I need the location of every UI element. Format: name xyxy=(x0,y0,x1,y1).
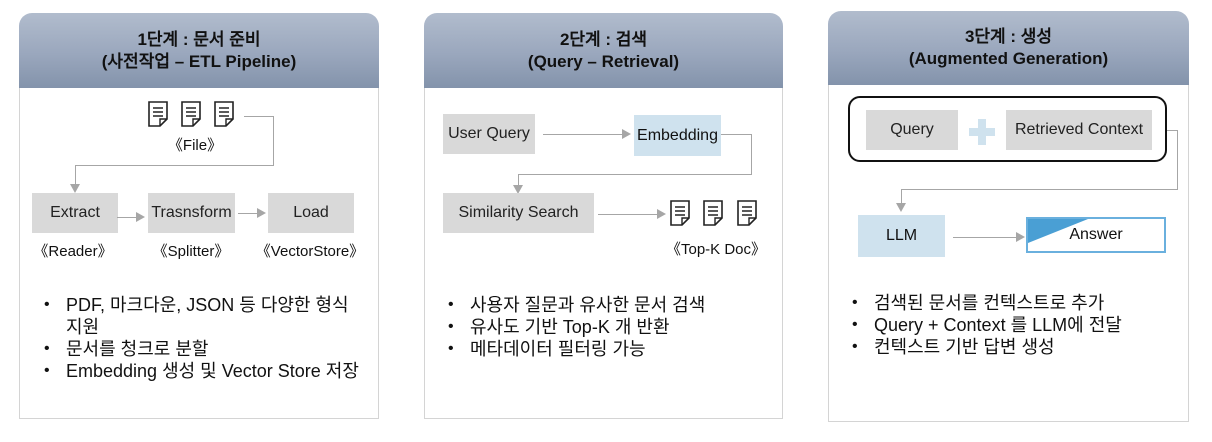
document-icon xyxy=(703,200,723,226)
transform-node: Trasnsform xyxy=(148,193,235,233)
extract-node: Extract xyxy=(32,193,118,233)
vectorstore-label: 《VectorStore》 xyxy=(255,243,365,260)
stage1-title: 1단계 : 문서 준비 xyxy=(137,29,261,49)
stage3-header: 3단계 : 생성 (Augmented Generation) xyxy=(828,11,1189,85)
connector xyxy=(1177,130,1178,190)
user-query-node: User Query xyxy=(443,114,535,154)
connector xyxy=(117,217,137,218)
document-icon xyxy=(214,101,234,127)
connector xyxy=(1167,130,1177,131)
splitter-label: 《Splitter》 xyxy=(152,243,230,260)
stage1-subtitle: (사전작업 – ETL Pipeline) xyxy=(101,51,297,71)
bullet-item: 유사도 기반 Top-K 개 반환 xyxy=(442,316,772,338)
load-node: Load xyxy=(268,193,354,233)
connector xyxy=(244,116,273,117)
bullet-item: 검색된 문서를 컨텍스트로 추가 xyxy=(846,292,1186,314)
bullet-item: 사용자 질문과 유사한 문서 검색 xyxy=(442,294,772,316)
similarity-search-node: Similarity Search xyxy=(443,193,594,233)
embedding-node: Embedding xyxy=(634,115,721,156)
connector xyxy=(598,214,658,215)
connector xyxy=(901,189,1178,190)
plus-icon xyxy=(969,119,995,145)
connector xyxy=(901,189,902,204)
answer-node: Answer xyxy=(1026,217,1166,253)
arrow-down-icon xyxy=(513,185,523,194)
stage2-header: 2단계 : 검색 (Query – Retrieval) xyxy=(424,13,783,88)
connector xyxy=(751,134,752,175)
topk-doc-label: 《Top-K Doc》 xyxy=(665,241,767,258)
document-icon xyxy=(670,200,690,226)
stage1-bullets: PDF, 마크다운, JSON 등 다양한 형식 지원 문서를 청크로 분할 E… xyxy=(38,294,368,382)
arrow-right-icon xyxy=(1016,232,1025,242)
retrieved-context-node: Retrieved Context xyxy=(1006,110,1152,150)
reader-label: 《Reader》 xyxy=(33,243,113,260)
arrow-right-icon xyxy=(257,208,266,218)
connector xyxy=(238,213,258,214)
connector xyxy=(273,116,274,166)
connector xyxy=(953,237,1017,238)
stage3-bullets: 검색된 문서를 컨텍스트로 추가 Query + Context 를 LLM에 … xyxy=(846,292,1186,358)
connector xyxy=(543,134,623,135)
arrow-right-icon xyxy=(657,209,666,219)
bullet-item: 문서를 청크로 분할 xyxy=(38,338,368,360)
stage3-title: 3단계 : 생성 xyxy=(964,27,1053,46)
answer-accent-triangle xyxy=(1028,219,1088,243)
bullet-item: PDF, 마크다운, JSON 등 다양한 형식 지원 xyxy=(38,294,368,338)
connector xyxy=(75,165,76,185)
document-icon xyxy=(148,101,168,127)
document-icon xyxy=(737,200,757,226)
connector xyxy=(721,134,751,135)
bullet-item: 메타데이터 필터링 가능 xyxy=(442,338,772,360)
bullet-item: 컨텍스트 기반 답변 생성 xyxy=(846,336,1186,358)
stage1-header: 1단계 : 문서 준비 (사전작업 – ETL Pipeline) xyxy=(19,13,379,88)
bullet-item: Query + Context 를 LLM에 전달 xyxy=(846,314,1186,336)
stage3-subtitle: (Augmented Generation) xyxy=(908,49,1109,68)
stage2-subtitle: (Query – Retrieval) xyxy=(527,51,680,71)
connector xyxy=(75,165,274,166)
stage2-bullets: 사용자 질문과 유사한 문서 검색 유사도 기반 Top-K 개 반환 메타데이… xyxy=(442,294,772,360)
arrow-down-icon xyxy=(896,203,906,212)
bullet-item: Embedding 생성 및 Vector Store 저장 xyxy=(38,360,368,382)
connector xyxy=(518,174,752,175)
stage2-title: 2단계 : 검색 xyxy=(559,29,648,49)
llm-node: LLM xyxy=(858,215,945,257)
document-icon xyxy=(181,101,201,127)
arrow-down-icon xyxy=(70,184,80,193)
query-node: Query xyxy=(866,110,958,150)
file-label: 《File》 xyxy=(167,137,223,154)
arrow-right-icon xyxy=(136,212,145,222)
connector xyxy=(518,174,519,186)
answer-label: Answer xyxy=(1069,226,1123,243)
input-group-box xyxy=(848,96,1167,162)
arrow-right-icon xyxy=(622,129,631,139)
